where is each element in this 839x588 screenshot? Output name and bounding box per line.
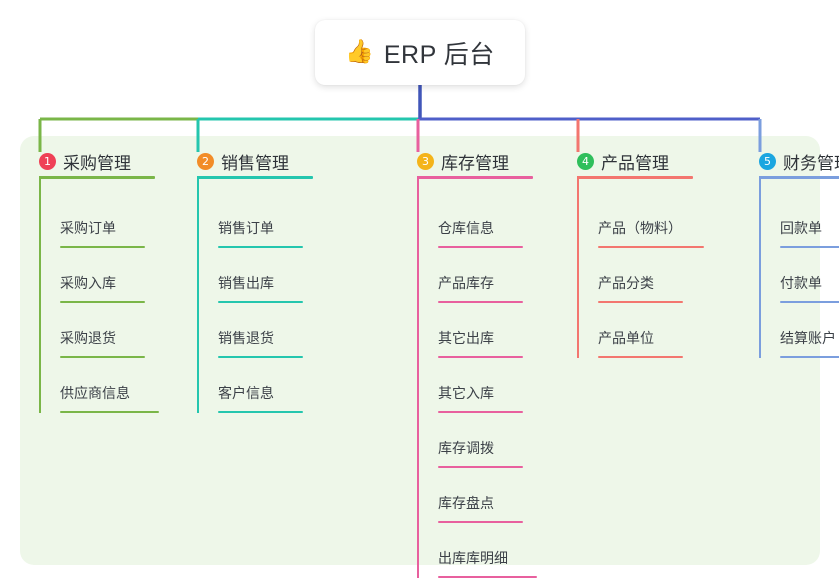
leaf-item-label: 产品分类: [598, 275, 654, 291]
leaf-item[interactable]: 产品分类: [598, 248, 683, 303]
leaf-item-rule: [438, 411, 523, 413]
leaf-item[interactable]: 付款单: [780, 248, 839, 303]
leaf-item-rule: [218, 246, 303, 248]
leaf-item-rule: [60, 356, 145, 358]
leaf-item-label: 仓库信息: [438, 220, 494, 236]
leaf-item[interactable]: 客户信息: [218, 358, 303, 413]
leaf-item-label: 产品单位: [598, 330, 654, 346]
branch-header-rule-5: [759, 176, 839, 179]
leaf-item[interactable]: 库存调拨: [438, 413, 523, 468]
root-node[interactable]: 👍 ERP 后台: [315, 20, 525, 85]
branch-badge-5: 5: [759, 153, 776, 170]
leaf-item-rule: [438, 246, 523, 248]
leaf-item-rule: [598, 246, 704, 248]
leaf-item-rule: [60, 246, 145, 248]
thumbs-up-icon: 👍: [345, 39, 374, 65]
branch-column-1: 1 采购管理采购订单采购入库采购退货供应商信息: [20, 136, 180, 565]
leaf-item[interactable]: 销售出库: [218, 248, 303, 303]
branch-spine-3: [417, 176, 419, 578]
leaf-item-label: 销售订单: [218, 220, 274, 236]
leaf-item-label: 销售出库: [218, 275, 274, 291]
branch-columns: 1 采购管理采购订单采购入库采购退货供应商信息 2 销售管理销售订单销售出库销售退货客…: [20, 136, 839, 578]
leaf-item-label: 其它出库: [438, 330, 494, 346]
leaf-item-rule: [780, 356, 839, 358]
branch-header-2[interactable]: 2 销售管理: [197, 149, 289, 174]
leaf-item[interactable]: 产品单位: [598, 303, 683, 358]
leaf-item-rule: [438, 576, 537, 578]
leaf-item[interactable]: 其它出库: [438, 303, 523, 358]
branch-column-4: 4 产品管理产品（物料） 产品分类产品单位: [558, 136, 718, 565]
branch-header-rule-2: [197, 176, 313, 179]
branch-column-2: 2 销售管理销售订单销售出库销售退货客户信息: [178, 136, 338, 565]
leaf-item-rule: [598, 301, 683, 303]
branch-header-4[interactable]: 4 产品管理: [577, 149, 669, 174]
leaf-item-rule: [438, 466, 523, 468]
leaf-item[interactable]: 采购入库: [60, 248, 145, 303]
leaf-item[interactable]: 其它入库: [438, 358, 523, 413]
leaf-item[interactable]: 产品（物料）: [598, 193, 704, 248]
leaf-item-label: 客户信息: [218, 385, 274, 401]
leaf-item-label: 库存盘点: [438, 495, 494, 511]
leaf-item[interactable]: 回款单: [780, 193, 839, 248]
leaf-item-rule: [598, 356, 683, 358]
branch-badge-2: 2: [197, 153, 214, 170]
branch-title-3: 库存管理: [441, 154, 509, 173]
branch-title-4: 产品管理: [601, 154, 669, 173]
branch-header-3[interactable]: 3 库存管理: [417, 149, 509, 174]
leaf-item-rule: [60, 411, 159, 413]
leaf-item-rule: [438, 356, 523, 358]
branch-header-1[interactable]: 1 采购管理: [39, 149, 131, 174]
leaf-item[interactable]: 销售退货: [218, 303, 303, 358]
leaf-item-label: 库存调拨: [438, 440, 494, 456]
branch-column-3: 3 库存管理仓库信息产品库存其它出库其它入库库存调拨库存盘点出库库明细: [398, 136, 558, 578]
leaf-item[interactable]: 库存盘点: [438, 468, 523, 523]
branches-panel: [20, 136, 820, 565]
leaf-item-label: 付款单: [780, 275, 822, 291]
branch-badge-4: 4: [577, 153, 594, 170]
leaf-item-rule: [218, 356, 303, 358]
leaf-item-rule: [780, 246, 839, 248]
leaf-item-rule: [218, 411, 303, 413]
leaf-item[interactable]: 仓库信息: [438, 193, 523, 248]
leaf-item-rule: [780, 301, 839, 303]
leaf-item-rule: [218, 301, 303, 303]
leaf-item-label: 其它入库: [438, 385, 494, 401]
branch-header-rule-3: [417, 176, 533, 179]
leaf-item[interactable]: 采购订单: [60, 193, 145, 248]
leaf-item-rule: [60, 301, 145, 303]
leaf-item[interactable]: 结算账户: [780, 303, 839, 358]
branch-title-5: 财务管理: [783, 154, 839, 173]
leaf-item[interactable]: 供应商信息: [60, 358, 159, 413]
leaf-item-label: 产品库存: [438, 275, 494, 291]
branch-column-5: 5 财务管理回款单付款单结算账户: [740, 136, 839, 565]
branch-spine-5: [759, 176, 761, 358]
branch-title-2: 销售管理: [221, 154, 289, 173]
branch-title-1: 采购管理: [63, 154, 131, 173]
branch-badge-1: 1: [39, 153, 56, 170]
branch-header-rule-1: [39, 176, 155, 179]
leaf-item[interactable]: 出库库明细: [438, 523, 537, 578]
leaf-item-label: 结算账户: [780, 330, 836, 346]
branch-header-5[interactable]: 5 财务管理: [759, 149, 839, 174]
leaf-item-label: 出库库明细: [438, 550, 508, 566]
leaf-item[interactable]: 销售订单: [218, 193, 303, 248]
leaf-item-label: 采购入库: [60, 275, 116, 291]
branch-spine-4: [577, 176, 579, 358]
leaf-item-label: 供应商信息: [60, 385, 130, 401]
branch-header-rule-4: [577, 176, 693, 179]
leaf-item-label: 回款单: [780, 220, 822, 236]
branch-badge-3: 3: [417, 153, 434, 170]
leaf-item-rule: [438, 301, 523, 303]
leaf-item[interactable]: 采购退货: [60, 303, 145, 358]
leaf-item[interactable]: 产品库存: [438, 248, 523, 303]
leaf-item-label: 采购退货: [60, 330, 116, 346]
leaf-item-rule: [438, 521, 523, 523]
branch-spine-2: [197, 176, 199, 413]
leaf-item-label: 产品（物料）: [598, 220, 682, 236]
leaf-item-label: 销售退货: [218, 330, 274, 346]
branch-spine-1: [39, 176, 41, 413]
leaf-item-label: 采购订单: [60, 220, 116, 236]
root-node-label: ERP 后台: [383, 40, 495, 69]
